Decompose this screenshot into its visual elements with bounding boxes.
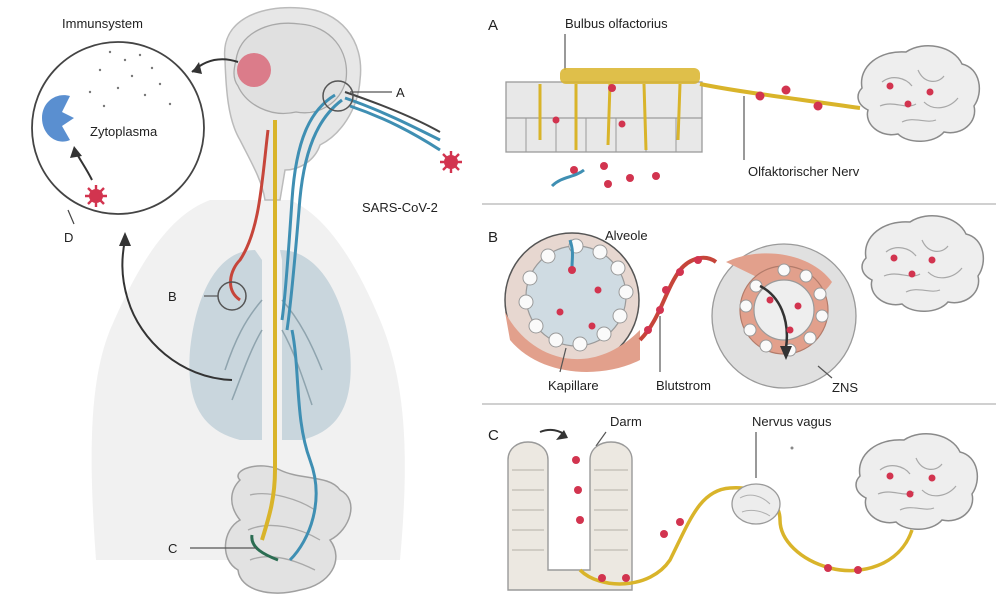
panel-b-alveole-label: Alveole (605, 228, 648, 243)
panel-b-letter: B (488, 229, 498, 246)
panel-c-darm-label: Darm (610, 414, 642, 429)
cytoplasm-label: Zytoplasma (90, 124, 158, 139)
panel-c-ganglion-label: Nervus vagus (752, 414, 832, 429)
panel-b-zns-label: ZNS (832, 380, 858, 395)
inset-title: Immunsystem (62, 16, 143, 31)
panel-b: B Alveole Kapillare Blutstrom (488, 216, 983, 395)
virus-label: SARS-CoV-2 (362, 200, 438, 215)
marker-a-label: A (396, 85, 405, 100)
marker-c-label: C (168, 541, 177, 556)
panel-b-blutstrom-label: Blutstrom (656, 378, 711, 393)
panel-b-kapillare-label: Kapillare (548, 378, 599, 393)
panel-a-nerve-label: Olfaktorischer Nerv (748, 164, 860, 179)
panel-a: A Bulbus olfactorius Olfaktorischer Nerv (488, 16, 979, 188)
panel-a-top-label: Bulbus olfactorius (565, 16, 668, 31)
panel-c: C Darm Nervus vagus (488, 414, 977, 590)
panel-c-letter: C (488, 427, 499, 444)
virus-icon (440, 151, 462, 173)
virus-icon (85, 185, 107, 207)
marker-d-label: D (64, 230, 73, 245)
panel-a-letter: A (488, 17, 498, 34)
intestines (225, 466, 350, 593)
marker-b-label: B (168, 289, 177, 304)
